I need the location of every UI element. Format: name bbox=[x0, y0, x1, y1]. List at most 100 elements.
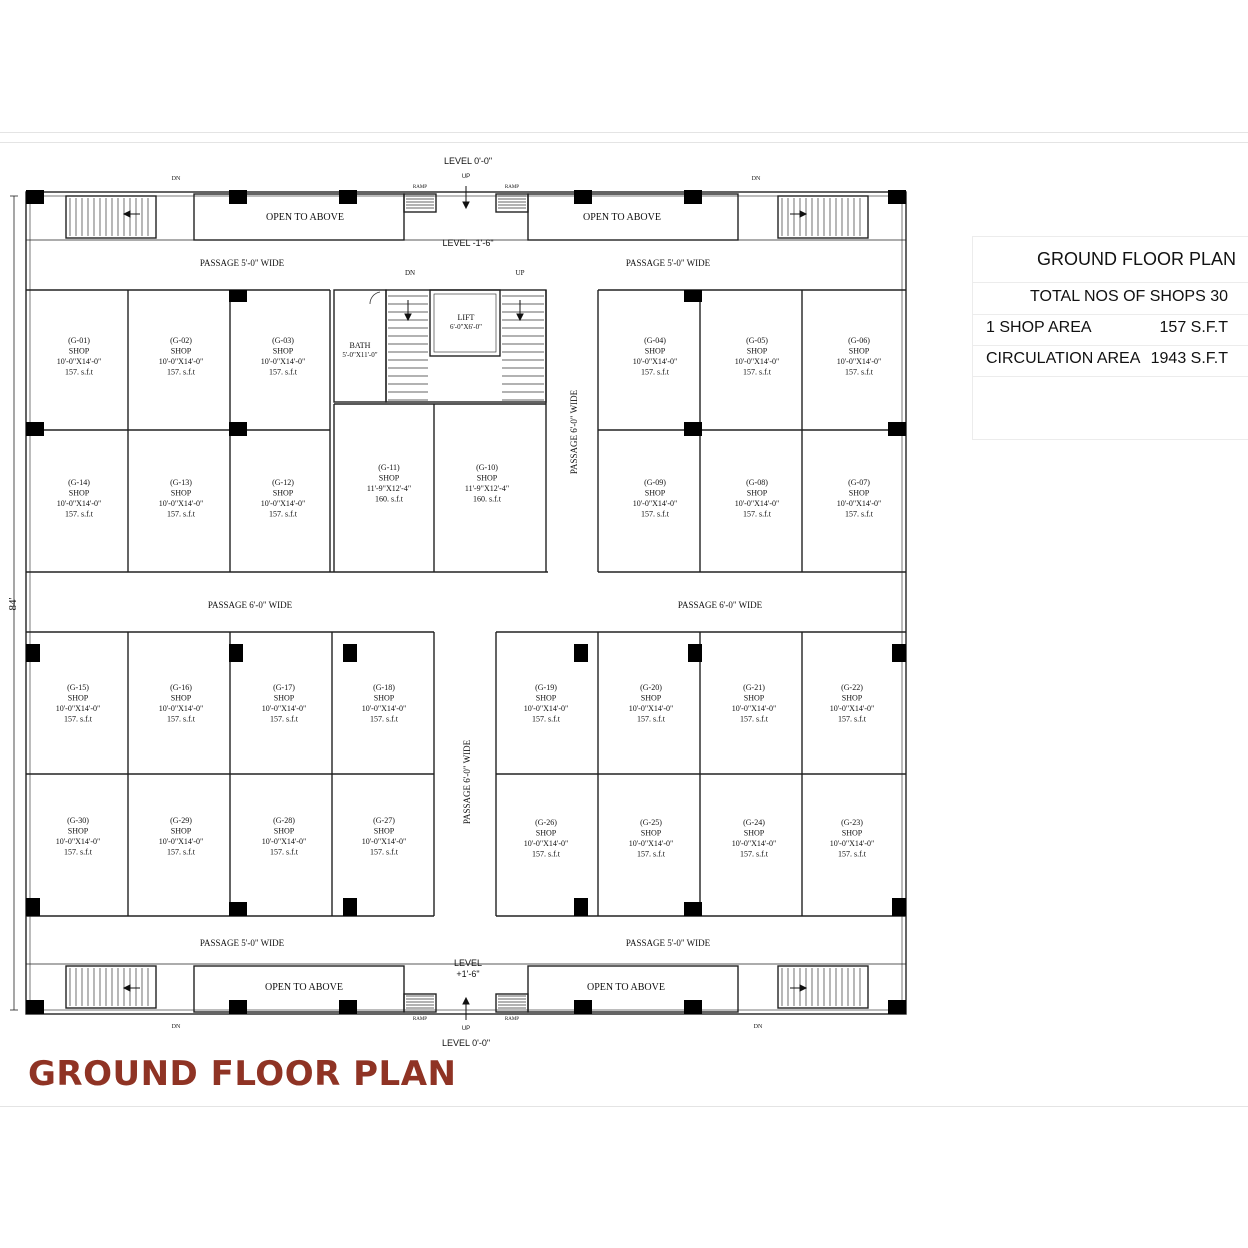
shop-word: SHOP bbox=[374, 694, 395, 703]
shop-id: (G-28) bbox=[273, 816, 295, 825]
passage-top-right: PASSAGE 5'-0" WIDE bbox=[626, 258, 711, 268]
column-block bbox=[892, 898, 906, 916]
level-lower-label-2: +1'-6" bbox=[456, 969, 479, 979]
shop-id: (G-11) bbox=[378, 463, 400, 472]
circulation-area-label: CIRCULATION AREA bbox=[986, 350, 1141, 367]
structural-columns bbox=[26, 190, 906, 1014]
ramp-label-bottom-left: RAMP bbox=[413, 1017, 427, 1022]
shop-word: SHOP bbox=[641, 829, 662, 838]
up-label-top: UP bbox=[462, 174, 470, 180]
up-label-bottom: UP bbox=[462, 1026, 470, 1032]
direction-arrows bbox=[122, 186, 808, 1020]
shop-area: 157. s.f.t bbox=[641, 510, 670, 519]
shop-word: SHOP bbox=[171, 694, 192, 703]
shop-area: 160. s.f.t bbox=[375, 495, 404, 504]
table-row: TOTAL NOS OF SHOPS 30 bbox=[973, 282, 1248, 315]
shop-area: 157. s.f.t bbox=[740, 850, 769, 859]
shop-word: SHOP bbox=[747, 347, 768, 356]
column-block bbox=[229, 190, 247, 204]
shop-size: 10'-0"X14'-0" bbox=[56, 704, 101, 713]
ramp-label-top-left: RAMP bbox=[413, 185, 427, 190]
shop-area: 157. s.f.t bbox=[370, 848, 399, 857]
shop-id: (G-02) bbox=[170, 336, 192, 345]
shop-word: SHOP bbox=[645, 489, 666, 498]
shop-id: (G-26) bbox=[535, 818, 557, 827]
shop-area: 157. s.f.t bbox=[838, 715, 867, 724]
column-block bbox=[684, 902, 702, 916]
lift-size: 6'-0"X6'-0" bbox=[450, 323, 482, 331]
passage-bottom-left: PASSAGE 5'-0" WIDE bbox=[200, 938, 285, 948]
column-block bbox=[229, 290, 247, 302]
bath-size: 5'-0"X11'-0" bbox=[342, 351, 377, 359]
shop-area: 157. s.f.t bbox=[64, 848, 93, 857]
shop-size: 10'-0"X14'-0" bbox=[837, 499, 882, 508]
plan-caption: GROUND FLOOR PLAN bbox=[28, 1054, 457, 1094]
shop-word: SHOP bbox=[274, 694, 295, 703]
shop-size: 10'-0"X14'-0" bbox=[57, 357, 102, 366]
column-block bbox=[574, 190, 592, 204]
shop-id: (G-12) bbox=[272, 478, 294, 487]
shop-area: 157. s.f.t bbox=[641, 368, 670, 377]
shop-word: SHOP bbox=[68, 694, 89, 703]
passage-middle-right: PASSAGE 6'-0" WIDE bbox=[678, 600, 763, 610]
circulation-area-value: 1943 S.F.T bbox=[1150, 350, 1228, 367]
shop-area-value: 157 S.F.T bbox=[1159, 319, 1228, 336]
shop-word: SHOP bbox=[645, 347, 666, 356]
column-block bbox=[26, 644, 40, 662]
shop-area: 157. s.f.t bbox=[740, 715, 769, 724]
passage-vertical-upper: PASSAGE 6'-0" WIDE bbox=[569, 389, 579, 474]
column-block bbox=[343, 644, 357, 662]
shop-size: 10'-0"X14'-0" bbox=[362, 837, 407, 846]
bath-name: BATH bbox=[350, 341, 371, 350]
column-block bbox=[339, 1000, 357, 1014]
passage-bottom-right: PASSAGE 5'-0" WIDE bbox=[626, 938, 711, 948]
table-row: CIRCULATION AREA 1943 S.F.T bbox=[973, 345, 1248, 377]
shop-size: 10'-0"X14'-0" bbox=[262, 704, 307, 713]
shop-size: 10'-0"X14'-0" bbox=[159, 357, 204, 366]
shop-id: (G-03) bbox=[272, 336, 294, 345]
column-block bbox=[339, 190, 357, 204]
shop-word: SHOP bbox=[379, 474, 400, 483]
shop-size: 10'-0"X14'-0" bbox=[629, 839, 674, 848]
shop-word: SHOP bbox=[849, 347, 870, 356]
shop-area: 157. s.f.t bbox=[637, 715, 666, 724]
shop-id: (G-16) bbox=[170, 683, 192, 692]
lift-name: LIFT bbox=[458, 313, 475, 322]
shop-id: (G-27) bbox=[373, 816, 395, 825]
top-frame-line-2 bbox=[0, 142, 1248, 143]
column-block bbox=[688, 644, 702, 662]
dn-label-bottom-right: DN bbox=[754, 1024, 763, 1030]
column-block bbox=[343, 898, 357, 916]
shop-word: SHOP bbox=[842, 694, 863, 703]
shop-word: SHOP bbox=[274, 827, 295, 836]
column-block bbox=[26, 190, 44, 204]
level-lower-label-1: LEVEL bbox=[454, 958, 482, 968]
shop-word: SHOP bbox=[68, 827, 89, 836]
shop-area: 157. s.f.t bbox=[64, 715, 93, 724]
column-block bbox=[229, 644, 243, 662]
column-block bbox=[684, 290, 702, 302]
shop-size: 10'-0"X14'-0" bbox=[735, 499, 780, 508]
shop-size: 10'-0"X14'-0" bbox=[159, 499, 204, 508]
shop-word: SHOP bbox=[69, 489, 90, 498]
shop-size: 10'-0"X14'-0" bbox=[837, 357, 882, 366]
shop-area: 157. s.f.t bbox=[743, 510, 772, 519]
open-to-above-bottom-right: OPEN TO ABOVE bbox=[587, 982, 665, 993]
column-block bbox=[26, 422, 44, 436]
shop-word: SHOP bbox=[69, 347, 90, 356]
shop-size: 11'-9"X12'-4" bbox=[367, 484, 411, 493]
shop-area: 157. s.f.t bbox=[270, 715, 299, 724]
shop-id: (G-19) bbox=[535, 683, 557, 692]
shop-word: SHOP bbox=[536, 829, 557, 838]
table-row: 1 SHOP AREA 157 S.F.T bbox=[973, 314, 1248, 346]
shop-size: 10'-0"X14'-0" bbox=[735, 357, 780, 366]
passage-vertical-lower: PASSAGE 6'-0" WIDE bbox=[462, 739, 472, 824]
ramp-label-bottom-right: RAMP bbox=[505, 1017, 519, 1022]
shop-area: 157. s.f.t bbox=[269, 368, 298, 377]
open-to-above-top-right: OPEN TO ABOVE bbox=[583, 212, 661, 223]
column-block bbox=[229, 422, 247, 436]
shop-id: (G-01) bbox=[68, 336, 90, 345]
shop-id: (G-15) bbox=[67, 683, 89, 692]
